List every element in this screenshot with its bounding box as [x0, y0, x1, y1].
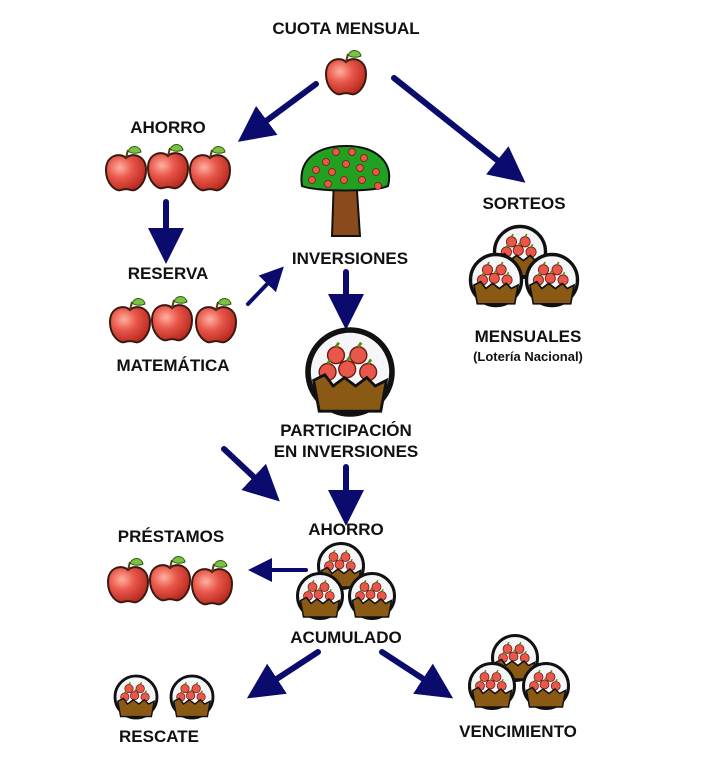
apple-basket-icon: [115, 676, 157, 718]
prestamos-label: PRÉSTAMOS: [117, 527, 225, 546]
arrow-cuota-to-sorteos: [391, 75, 526, 183]
ahorro-acumulado-top-label: AHORRO: [308, 520, 384, 539]
apple-icon: [107, 557, 149, 604]
apple-basket-icon: [527, 255, 578, 306]
ahorro-apples: [105, 143, 231, 192]
apple-icon: [109, 297, 151, 344]
sorteos-baskets: [471, 227, 578, 306]
apple-icon: [191, 559, 233, 606]
matematica-label: MATEMÁTICA: [116, 356, 230, 375]
arrow-reserva-to-ahorro-acumulado: [221, 446, 280, 502]
apple-icon: [151, 295, 193, 342]
loteria-nacional-label: (Lotería Nacional): [473, 349, 583, 364]
apple-basket-icon: [350, 574, 395, 619]
cuota-mensual-label: CUOTA MENSUAL: [272, 19, 420, 38]
vencimiento-baskets: [470, 636, 569, 709]
apple-basket-icon: [298, 574, 343, 619]
apple-basket-icon: [471, 255, 522, 306]
arrow-ahorro-to-vencimiento: [379, 649, 454, 699]
apple-basket-icon: [470, 664, 515, 709]
en-inversiones-label: EN INVERSIONES: [273, 442, 419, 461]
arrow-reserva-to-inversiones: [246, 266, 284, 306]
apple-icon: [105, 145, 147, 192]
ahorro-label: AHORRO: [130, 118, 206, 137]
inversiones-label: INVERSIONES: [291, 249, 409, 268]
apple-icon: [149, 555, 191, 602]
apple-basket-icon: [308, 330, 392, 414]
apple-basket-icon: [524, 664, 569, 709]
apple-icon: [325, 49, 367, 96]
arrow-ahorro-to-rescate: [246, 649, 321, 699]
ahorro-acumulado-baskets: [298, 544, 395, 619]
apple-icon: [195, 297, 237, 344]
acumulado-label: ACUMULADO: [290, 628, 402, 647]
rescate-baskets: [115, 676, 213, 718]
sorteos-label: SORTEOS: [482, 194, 566, 213]
participacion-label: PARTICIPACIÓN: [280, 421, 412, 440]
reserva-apples: [109, 295, 237, 344]
apple-tree-icon: [300, 144, 391, 237]
apple-icon: [147, 143, 189, 190]
prestamos-apples: [107, 555, 233, 606]
apple-basket-icon: [171, 676, 213, 718]
vencimiento-label: VENCIMIENTO: [459, 722, 577, 741]
reserva-label: RESERVA: [127, 264, 209, 283]
mensuales-label: MENSUALES: [474, 327, 582, 346]
arrow-cuota-to-ahorro: [237, 81, 319, 142]
rescate-label: RESCATE: [119, 727, 199, 746]
apple-icon: [189, 145, 231, 192]
